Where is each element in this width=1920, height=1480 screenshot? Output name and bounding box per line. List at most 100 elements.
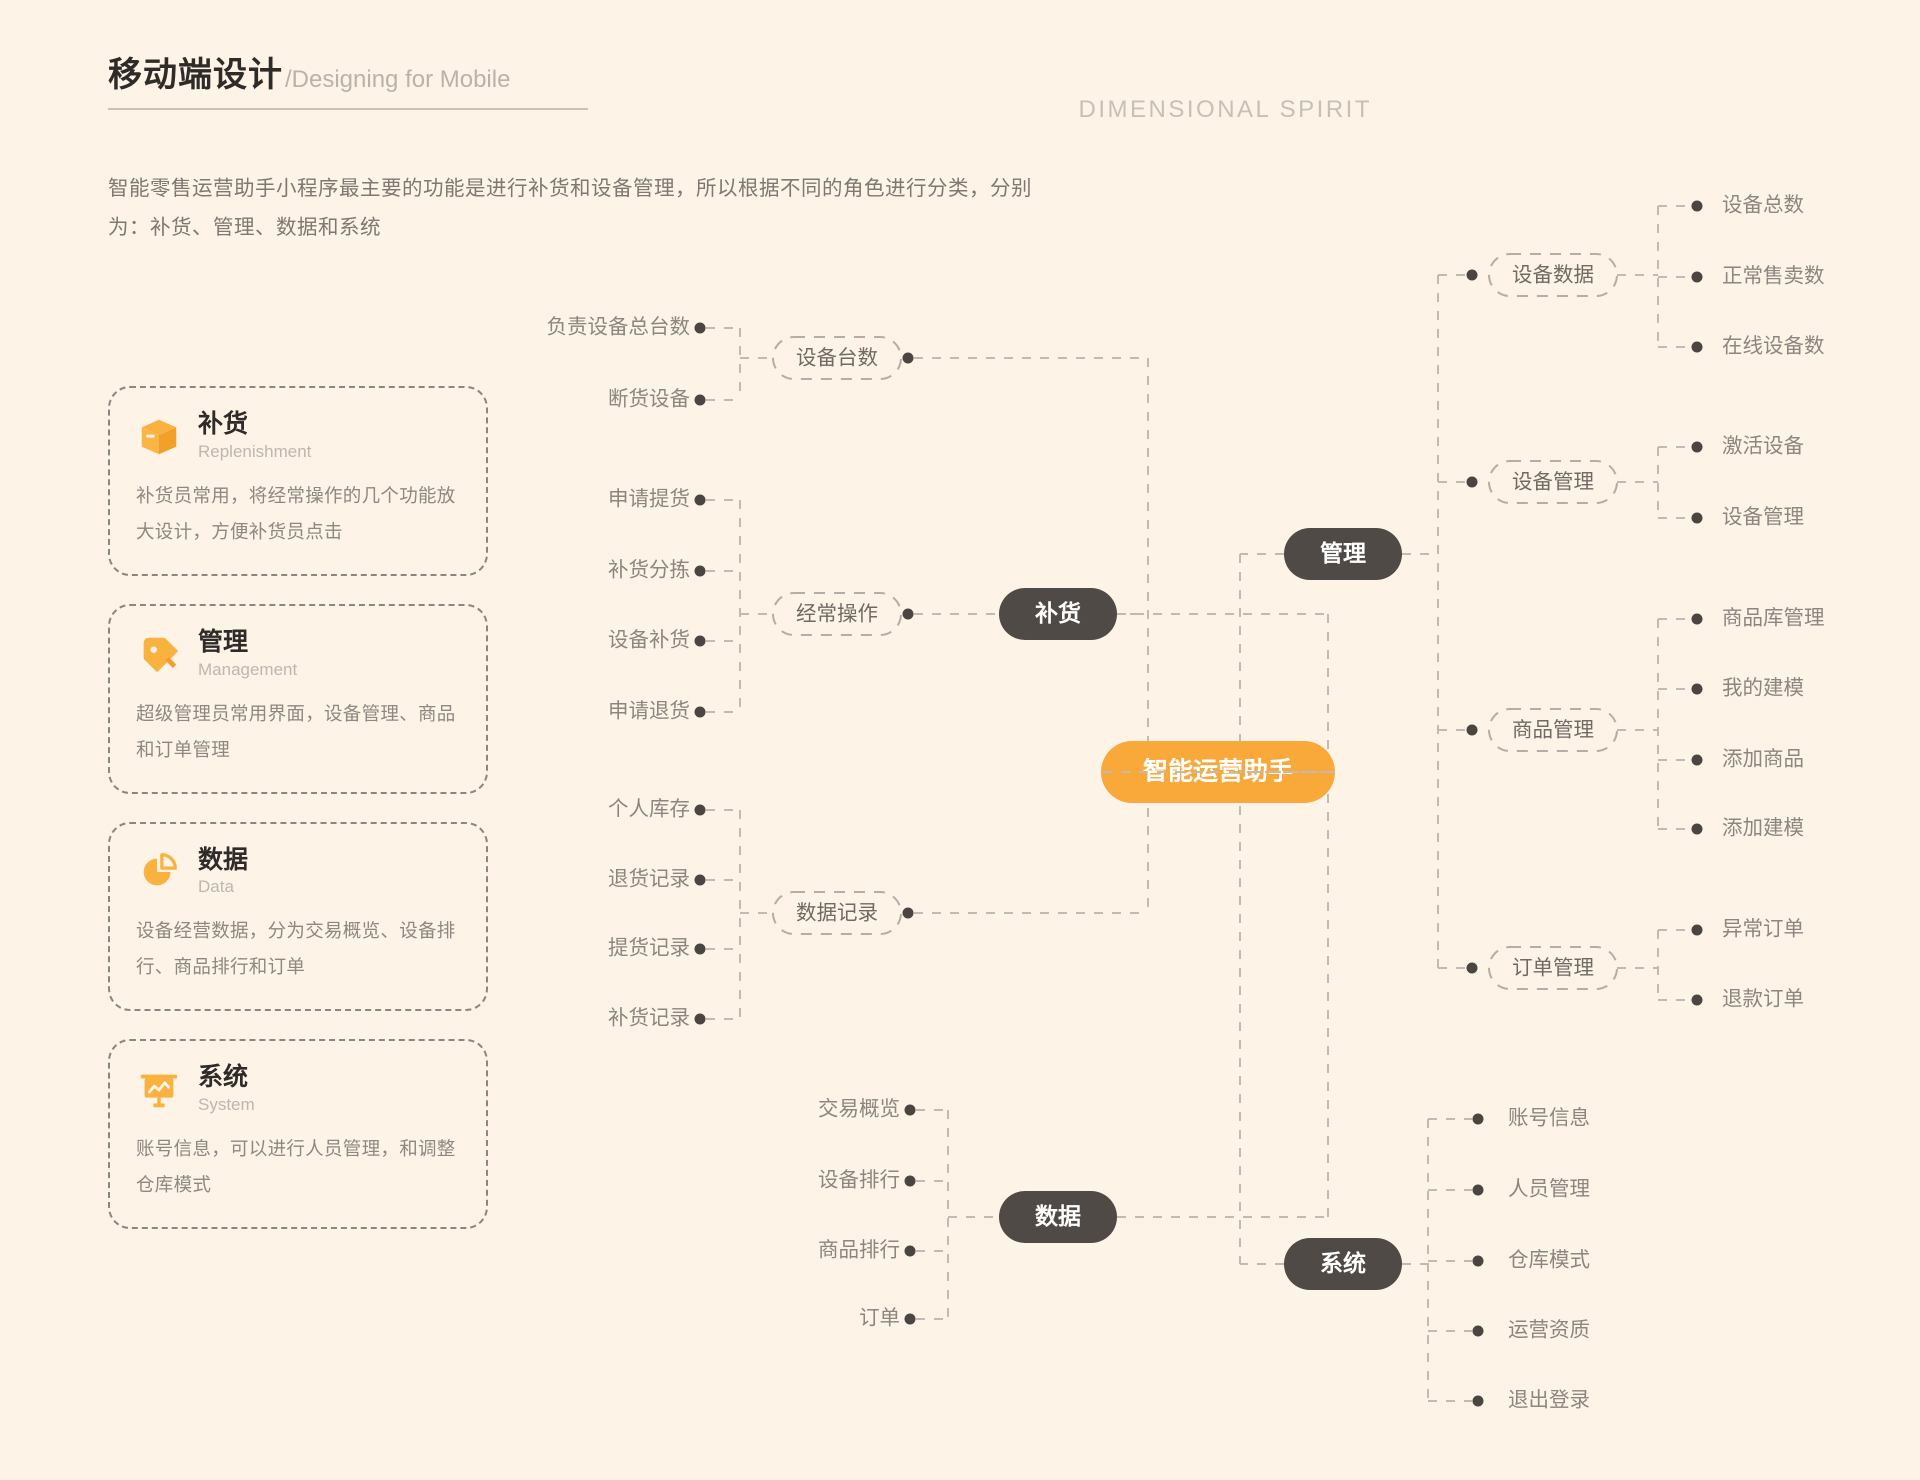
mindmap-branch-system-bg[interactable]: [1284, 1238, 1402, 1290]
leaf-dot: [694, 494, 706, 506]
mindmap-leaf-补货记录: 补货记录: [608, 1006, 690, 1029]
mindmap-group-设备数据-box[interactable]: [1488, 253, 1618, 297]
card-titles: 系统 System: [198, 1063, 255, 1117]
leaf-dot: [1472, 1395, 1484, 1407]
group-dot: [902, 907, 914, 919]
leaf-dot: [1691, 441, 1703, 453]
mindmap-leaf-负责设备总台数: 负责设备总台数: [547, 315, 691, 338]
mindmap-leaf-异常订单-3: 异常订单: [1722, 917, 1804, 940]
mindmap-leaf-退货记录: 退货记录: [608, 867, 690, 890]
mindmap-group-设备管理-box[interactable]: [1488, 460, 1618, 504]
mindmap-leaf-人员管理: 人员管理: [1508, 1177, 1590, 1200]
group-dot: [1466, 962, 1478, 974]
mindmap-leaf-设备总数-0: 设备总数: [1722, 193, 1804, 216]
presentation-chart-icon: [136, 1067, 182, 1113]
group-dot: [902, 352, 914, 364]
card-description: 补货员常用，将经常操作的几个功能放大设计，方便补货员点击: [136, 484, 456, 542]
card-title-en: Data: [198, 877, 234, 897]
brand-text: DIMENSIONAL SPIRIT: [1078, 96, 1372, 123]
card-title-cn: 数据: [198, 845, 249, 874]
mindmap-branch-replenishment-label: 补货: [1035, 600, 1081, 626]
leaf-dot: [904, 1245, 916, 1257]
box-icon: [136, 414, 182, 460]
card-title-cn: 管理: [198, 627, 249, 656]
mindmap-leaf-添加建模-2: 添加建模: [1722, 816, 1804, 839]
page-header: 移动端设计 /Designing for Mobile: [108, 58, 628, 110]
mindmap-leaf-设备管理-1: 设备管理: [1722, 505, 1804, 528]
card-header: 补货 Replenishment: [136, 410, 460, 464]
mindmap-leaf-商品库管理-2: 商品库管理: [1722, 606, 1825, 629]
leaf-dot: [694, 1013, 706, 1025]
group-dot: [902, 608, 914, 620]
legend-card-management: 管理 Management 超级管理员常用界面，设备管理、商品和订单管理: [108, 603, 488, 794]
mindmap-leaf-账号信息: 账号信息: [1508, 1106, 1590, 1129]
card-header: 管理 Management: [136, 628, 460, 682]
page-subtitle: /Designing for Mobile: [285, 65, 511, 93]
leaf-dot: [1472, 1113, 1484, 1125]
card-title-en: Replenishment: [198, 441, 312, 461]
leaf-dot: [694, 943, 706, 955]
leaf-dot: [904, 1313, 916, 1325]
mindmap-group-商品管理-box[interactable]: [1488, 708, 1618, 752]
card-titles: 数据 Data: [198, 846, 248, 900]
card-titles: 管理 Management: [198, 628, 297, 682]
group-dot: [1466, 724, 1478, 736]
mindmap-group-订单管理-box[interactable]: [1488, 946, 1618, 990]
card-description: 设备经营数据，分为交易概览、设备排行、商品排行和订单: [136, 920, 456, 978]
mindmap-leaf-退出登录: 退出登录: [1508, 1388, 1590, 1411]
card-title-en: System: [198, 1095, 255, 1115]
card-titles: 补货 Replenishment: [198, 410, 311, 464]
intro-line-1: 智能零售运营助手小程序最主要的功能是进行补货和设备管理，所以根据不同的角色进行分…: [108, 177, 1032, 200]
leaf-dot: [904, 1175, 916, 1187]
legend-card-system: 系统 System 账号信息，可以进行人员管理，和调整仓库模式: [108, 1039, 488, 1230]
legend-card-data: 数据 Data 设备经营数据，分为交易概览、设备排行、商品排行和订单: [108, 821, 488, 1012]
card-title-cn: 补货: [198, 410, 249, 438]
mindmap-group-设备管理-label: 设备管理: [1512, 470, 1594, 493]
mindmap-leaf-补货分拣: 补货分拣: [608, 558, 690, 581]
leaf-dot: [694, 706, 706, 718]
leaf-dot: [694, 565, 706, 577]
card-header: 系统 System: [136, 1063, 460, 1117]
leaf-dot: [904, 1104, 916, 1116]
card-description: 账号信息，可以进行人员管理，和调整仓库模式: [136, 1138, 456, 1196]
leaf-dot: [1691, 683, 1703, 695]
mindmap-leaf-激活设备-1: 激活设备: [1722, 434, 1804, 457]
mindmap-branch-management-bg[interactable]: [1284, 528, 1402, 580]
card-title-cn: 系统: [198, 1063, 249, 1092]
legend-card-list: 补货 Replenishment 补货员常用，将经常操作的几个功能放大设计，方便…: [108, 386, 488, 1257]
mindmap-group-设备台数-box[interactable]: [772, 336, 902, 380]
card-title-en: Management: [198, 659, 298, 679]
mindmap-group-数据记录-box[interactable]: [772, 891, 902, 935]
mindmap-branch-replenishment-bg[interactable]: [999, 588, 1117, 640]
leaf-dot: [1691, 994, 1703, 1006]
leaf-dot: [1691, 512, 1703, 524]
intro-paragraph: 智能零售运营助手小程序最主要的功能是进行补货和设备管理，所以根据不同的角色进行分…: [108, 170, 1308, 248]
mindmap-leaf-运营资质: 运营资质: [1508, 1318, 1590, 1341]
leaf-dot: [694, 635, 706, 647]
mindmap-leaf-个人库存: 个人库存: [608, 797, 690, 820]
mindmap-leaf-申请退货: 申请退货: [608, 699, 690, 722]
legend-card-replenishment: 补货 Replenishment 补货员常用，将经常操作的几个功能放大设计，方便…: [108, 386, 488, 576]
mindmap-leaf-断货设备: 断货设备: [608, 387, 690, 410]
mindmap-leaf-设备排行: 设备排行: [818, 1168, 900, 1191]
card-header: 数据 Data: [136, 846, 460, 900]
mindmap-leaf-申请提货: 申请提货: [608, 487, 690, 510]
card-description: 超级管理员常用界面，设备管理、商品和订单管理: [136, 702, 456, 760]
title-row: 移动端设计 /Designing for Mobile: [108, 58, 628, 92]
mindmap-leaf-交易概览: 交易概览: [818, 1097, 900, 1120]
title-divider: [108, 108, 588, 110]
mindmap-leaf-仓库模式: 仓库模式: [1508, 1248, 1590, 1271]
pie-chart-icon: [136, 849, 182, 895]
mindmap-leaf-添加商品-2: 添加商品: [1722, 747, 1804, 770]
mindmap-leaf-商品排行: 商品排行: [818, 1238, 900, 1261]
leaf-dot: [1691, 823, 1703, 835]
group-dot: [1466, 269, 1478, 281]
mindmap-leaf-提货记录: 提货记录: [608, 936, 690, 959]
leaf-dot: [1472, 1184, 1484, 1196]
mindmap-group-设备台数-label: 设备台数: [796, 346, 878, 369]
mindmap-group-经常操作-box[interactable]: [772, 592, 902, 636]
mindmap-branch-data-bg[interactable]: [999, 1191, 1117, 1243]
mindmap-leaf-在线设备数-0: 在线设备数: [1722, 334, 1825, 357]
